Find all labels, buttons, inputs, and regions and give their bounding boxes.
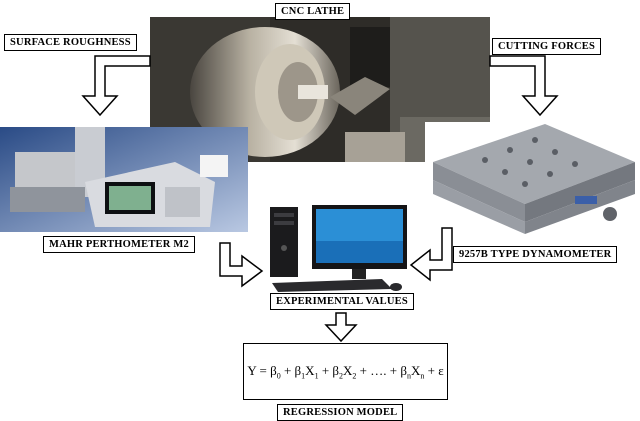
perthometer-photo bbox=[0, 127, 248, 232]
arrow-perthometer-to-pc bbox=[219, 242, 264, 288]
computer-photo bbox=[264, 203, 409, 293]
dynamometer-label: 9257B TYPE DYNAMOMETER bbox=[453, 246, 618, 263]
perthometer-label: MAHR PERTHOMETER M2 bbox=[43, 236, 195, 253]
cutting-forces-label: CUTTING FORCES bbox=[492, 38, 602, 55]
arrow-to-perthometer bbox=[81, 55, 151, 117]
surface-roughness-label: SURFACE ROUGHNESS bbox=[4, 34, 137, 51]
cnc-lathe-photo bbox=[150, 17, 490, 162]
arrow-to-dynamometer bbox=[489, 55, 559, 117]
regression-equation-box: Y = β0 + β1X1 + β2X2 + …. + βnXn + ε bbox=[243, 343, 448, 400]
arrow-dynamometer-to-pc bbox=[409, 227, 453, 282]
cnc-lathe-label: CNC LATHE bbox=[275, 3, 351, 20]
experimental-values-label: EXPERIMENTAL VALUES bbox=[270, 293, 414, 310]
regression-model-label: REGRESSION MODEL bbox=[277, 404, 404, 421]
arrow-to-regression bbox=[324, 312, 358, 343]
regression-equation: Y = β0 + β1X1 + β2X2 + …. + βnXn + ε bbox=[247, 362, 444, 381]
dynamometer-photo bbox=[425, 122, 637, 240]
